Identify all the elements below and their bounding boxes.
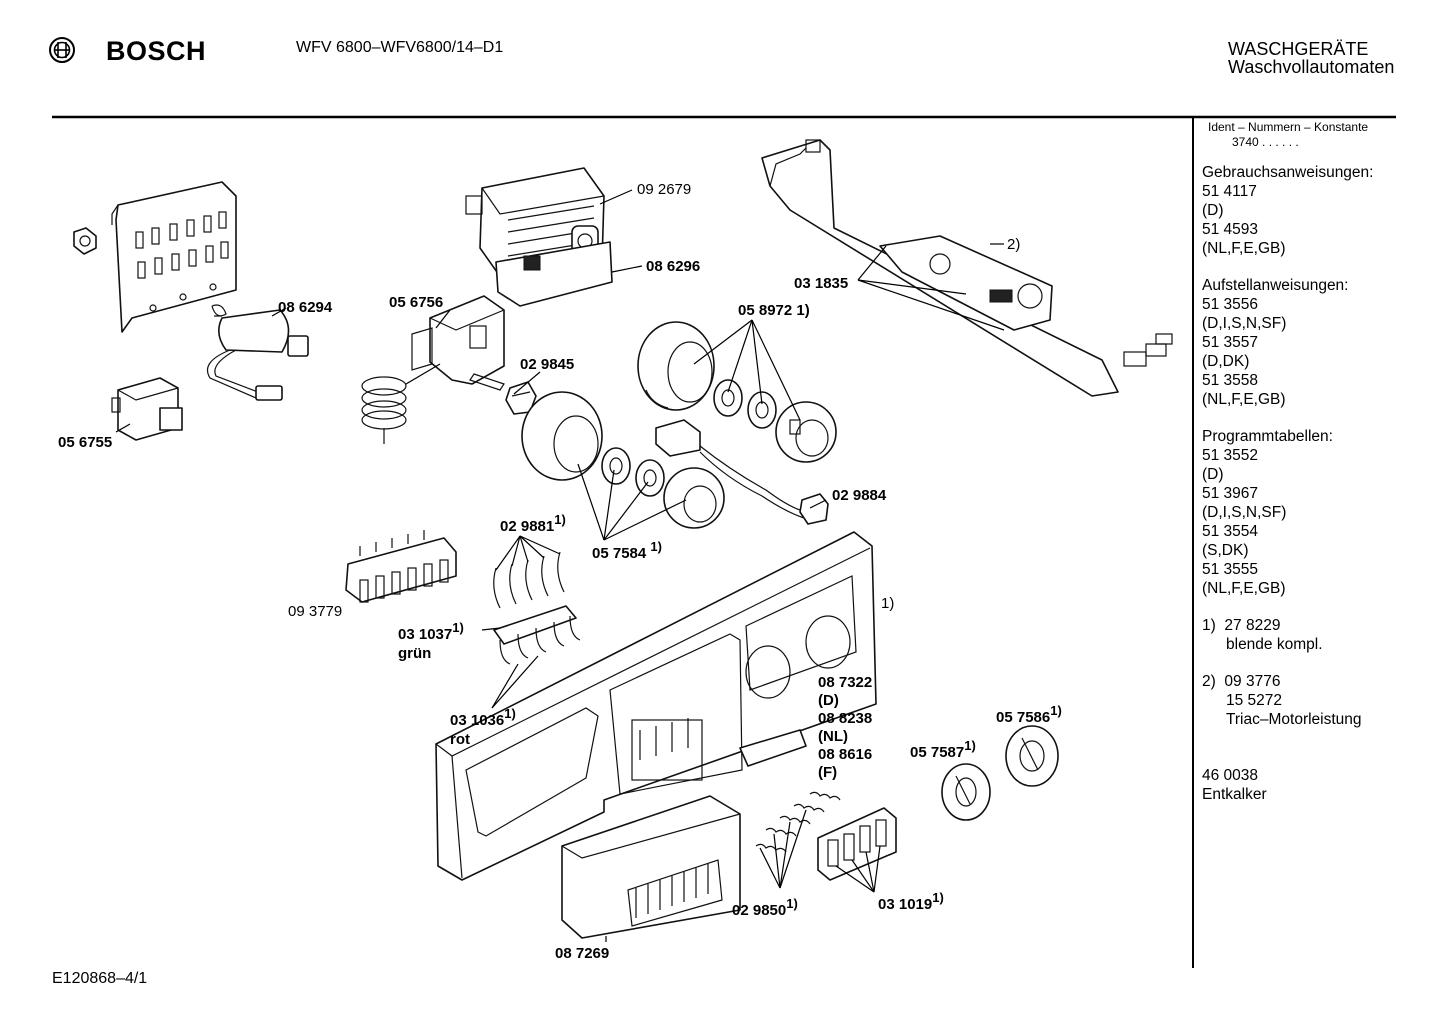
part-label: 05 75871) xyxy=(910,738,976,761)
part-label: 08 6296 xyxy=(646,258,701,275)
part-label: 02 98811) xyxy=(500,512,566,535)
rotary-knob-small xyxy=(941,763,991,821)
part-label: 02 98501) xyxy=(732,896,798,919)
selector-ring-lower-1 xyxy=(601,447,631,485)
category-subtitle: Waschvollautomaten xyxy=(1228,57,1395,77)
rotary-knob-large xyxy=(1005,725,1059,787)
selector-carrier-lower xyxy=(663,467,725,529)
part-label: 09 2679 xyxy=(637,181,692,198)
capacitor xyxy=(206,304,309,401)
interference-filter xyxy=(111,377,183,441)
part-note-marker: 2) xyxy=(1007,236,1021,253)
selector-ring-upper-1 xyxy=(713,379,743,417)
part-label: 03 1835 xyxy=(794,275,849,292)
part-label: 08 7269 xyxy=(555,945,610,962)
part-note-marker: 1) xyxy=(881,595,895,612)
motor-control-bracket xyxy=(761,139,1173,397)
part-label: 08 8238 xyxy=(818,710,873,727)
part-label: 05 6756 xyxy=(389,294,444,311)
part-label: 02 9845 xyxy=(520,356,575,373)
ident-value: 3740 . . . . . . xyxy=(1232,135,1299,149)
door-lock-switch xyxy=(361,295,505,444)
ident-title: Ident – Nummern – Konstante xyxy=(1208,120,1369,134)
drawing-id: E120868–4/1 xyxy=(52,970,148,987)
part-label: 02 9884 xyxy=(832,487,887,504)
contact-springs xyxy=(493,551,565,609)
part-label: 05 8972 1) xyxy=(738,302,810,319)
wire-harness xyxy=(655,419,829,525)
part-label: 05 75861) xyxy=(996,703,1062,726)
control-panel-fascia xyxy=(435,531,877,881)
bosch-armature-logo xyxy=(49,37,75,63)
detergent-drawer-front xyxy=(561,795,741,939)
selector-bezel-lower xyxy=(521,391,603,481)
part-variant: (D) xyxy=(818,692,839,709)
part-label: 05 6755 xyxy=(58,434,113,451)
brand-name: BOSCH xyxy=(106,36,207,66)
control-board-bracket xyxy=(111,181,237,333)
part-color-note: grün xyxy=(398,645,432,662)
selector-carrier-upper xyxy=(775,401,837,463)
selector-ring-upper-2 xyxy=(747,391,777,429)
switch-contact-block xyxy=(345,530,457,603)
part-label: 09 3779 xyxy=(288,603,343,620)
part-label: 08 6294 xyxy=(278,299,333,316)
part-variant: (NL) xyxy=(818,728,848,745)
part-label: 03 10361) xyxy=(450,706,516,729)
push-button-set xyxy=(817,807,897,881)
sidebar: Ident – Nummern – Konstante 3740 . . . .… xyxy=(1202,120,1373,804)
part-color-note: rot xyxy=(450,731,470,748)
programme-selector xyxy=(465,167,613,307)
category-title: WASCHGERÄTE xyxy=(1228,39,1369,59)
selector-bezel-upper xyxy=(637,321,715,411)
programme-label-strip xyxy=(739,729,807,767)
sidebar-note-2: 2) 09 3776 15 5272 Triac–Motorleistung xyxy=(1202,673,1362,728)
sidebar-section-installation: Aufstellanweisungen: 51 3556 (D,I,S,N,SF… xyxy=(1202,277,1349,408)
model-title: WFV 6800–WFV6800/14–D1 xyxy=(296,39,504,56)
sidebar-section-manuals: Gebrauchsanweisungen: 51 4117 (D) 51 459… xyxy=(1202,164,1374,257)
part-label: 08 7322 xyxy=(818,674,873,691)
part-variant: (F) xyxy=(818,764,838,781)
part-label: 05 7584 1) xyxy=(592,539,662,562)
sidebar-section-programmes: Programmtabellen: 51 3552 (D) 51 3967 (D… xyxy=(1202,428,1333,597)
hex-nut xyxy=(73,227,97,255)
part-label: 08 8616 xyxy=(818,746,873,763)
part-label: 03 10371) xyxy=(398,620,464,643)
push-button-springs xyxy=(755,791,841,853)
selector-ring-lower-2 xyxy=(635,459,665,497)
sidebar-note-1: 1) 27 8229 blende kompl. xyxy=(1202,617,1323,653)
button-caps-green xyxy=(493,605,581,665)
part-label: 03 10191) xyxy=(878,890,944,913)
sidebar-extra: 46 0038 Entkalker xyxy=(1202,767,1267,803)
leader-lines xyxy=(115,189,1005,942)
